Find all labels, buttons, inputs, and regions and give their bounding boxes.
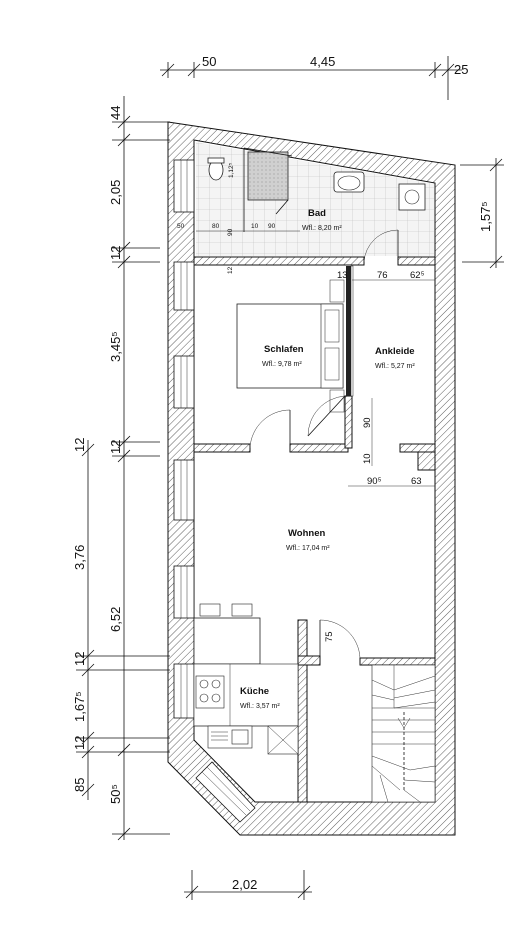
- svg-text:90⁵: 90⁵: [367, 476, 382, 487]
- wall-schlafen-wohnen-right: [289, 443, 349, 453]
- svg-text:3,45⁵: 3,45⁵: [108, 331, 123, 362]
- svg-text:4,45: 4,45: [310, 54, 335, 69]
- room-name-kueche: Küche: [240, 686, 269, 697]
- dimension-left-outer: 12 3,76 12 1,67⁵ 12 85: [72, 438, 170, 800]
- svg-text:50: 50: [202, 54, 216, 69]
- svg-text:44: 44: [108, 106, 123, 120]
- svg-text:12: 12: [108, 246, 123, 260]
- wall-kueche-top: [297, 655, 321, 666]
- svg-text:50: 50: [177, 223, 185, 230]
- svg-text:25: 25: [454, 62, 468, 77]
- svg-text:10: 10: [251, 223, 259, 230]
- dimension-left-total: 6,52 50⁵: [108, 460, 170, 841]
- svg-text:12: 12: [72, 736, 87, 750]
- stove-icon: [195, 675, 225, 709]
- dimension-left-inner: 44 2,05 12 3,45⁵ 12: [108, 96, 170, 463]
- dimension-top: 50 4,45 25: [160, 54, 468, 100]
- dimension-bottom: 2,02: [184, 870, 312, 900]
- wall-stair-top: [359, 657, 436, 666]
- svg-text:13: 13: [337, 270, 348, 281]
- room-area-kueche: Wfl.: 3,57 m²: [240, 703, 280, 710]
- double-bed-icon: [236, 279, 345, 413]
- sink-icon: [207, 725, 253, 749]
- svg-text:12: 12: [72, 438, 87, 452]
- room-name-wohnen: Wohnen: [288, 528, 325, 539]
- svg-text:76: 76: [377, 270, 388, 281]
- room-name-schlafen: Schlafen: [264, 344, 304, 355]
- room-area-schlafen: Wfl.: 9,78 m²: [262, 361, 302, 368]
- svg-text:90: 90: [227, 228, 234, 236]
- toilet-icon: [207, 157, 225, 181]
- svg-text:3,76: 3,76: [72, 545, 87, 570]
- partition-schlafen-ankleide: [346, 266, 351, 396]
- svg-text:12: 12: [72, 652, 87, 666]
- svg-text:90: 90: [268, 223, 276, 230]
- wall-ankleide-wohnen: [399, 443, 436, 453]
- fridge-icon: [267, 725, 299, 755]
- shower: [247, 151, 289, 201]
- washbasin-icon: [333, 171, 365, 193]
- svg-text:1,12⁵: 1,12⁵: [228, 162, 235, 178]
- wall-schlafen-wohnen-left: [193, 443, 251, 453]
- svg-text:80: 80: [212, 223, 220, 230]
- dining-table-icon: [193, 603, 261, 665]
- svg-text:1,67⁵: 1,67⁵: [72, 691, 87, 722]
- svg-text:12: 12: [108, 440, 123, 454]
- room-area-ankleide: Wfl.: 5,27 m²: [375, 363, 415, 370]
- wall-bad-schlafen: [193, 256, 365, 266]
- svg-text:6,52: 6,52: [108, 607, 123, 632]
- svg-text:62⁵: 62⁵: [410, 270, 425, 281]
- svg-text:2,02: 2,02: [232, 877, 257, 892]
- svg-text:2,05: 2,05: [108, 180, 123, 205]
- staircase: [371, 664, 436, 803]
- room-area-bad: Wfl.: 8,20 m²: [302, 225, 342, 232]
- svg-text:85: 85: [72, 778, 87, 792]
- wall-schlafen-ankleide-lower: [344, 395, 353, 449]
- svg-text:90: 90: [362, 417, 373, 428]
- windows-left: [173, 159, 195, 719]
- wall-bad-ankleide: [397, 256, 436, 266]
- ankleide-dimensions: 13 76 62⁵ 90 10 90⁵ 63: [337, 270, 435, 487]
- washing-machine-icon: [398, 183, 426, 211]
- wall-chimney: [417, 451, 436, 471]
- wall-kueche-right: [297, 619, 308, 803]
- svg-text:63: 63: [411, 476, 422, 487]
- room-name-bad: Bad: [308, 208, 326, 219]
- svg-text:12: 12: [227, 266, 234, 274]
- room-name-ankleide: Ankleide: [375, 346, 415, 357]
- window-diagonal: [195, 761, 256, 823]
- svg-text:1,57⁵: 1,57⁵: [478, 201, 493, 232]
- bad-dimensions: 50 80 10 90 1,12⁵ 90 12: [177, 162, 300, 274]
- door-wohnen-dimension: 75: [324, 631, 335, 642]
- svg-text:10: 10: [362, 453, 373, 464]
- dimension-right: 1,57⁵: [460, 158, 504, 269]
- door-ankleide: [307, 395, 346, 437]
- svg-text:50⁵: 50⁵: [108, 784, 123, 804]
- room-area-wohnen: Wfl.: 17,04 m²: [286, 545, 330, 552]
